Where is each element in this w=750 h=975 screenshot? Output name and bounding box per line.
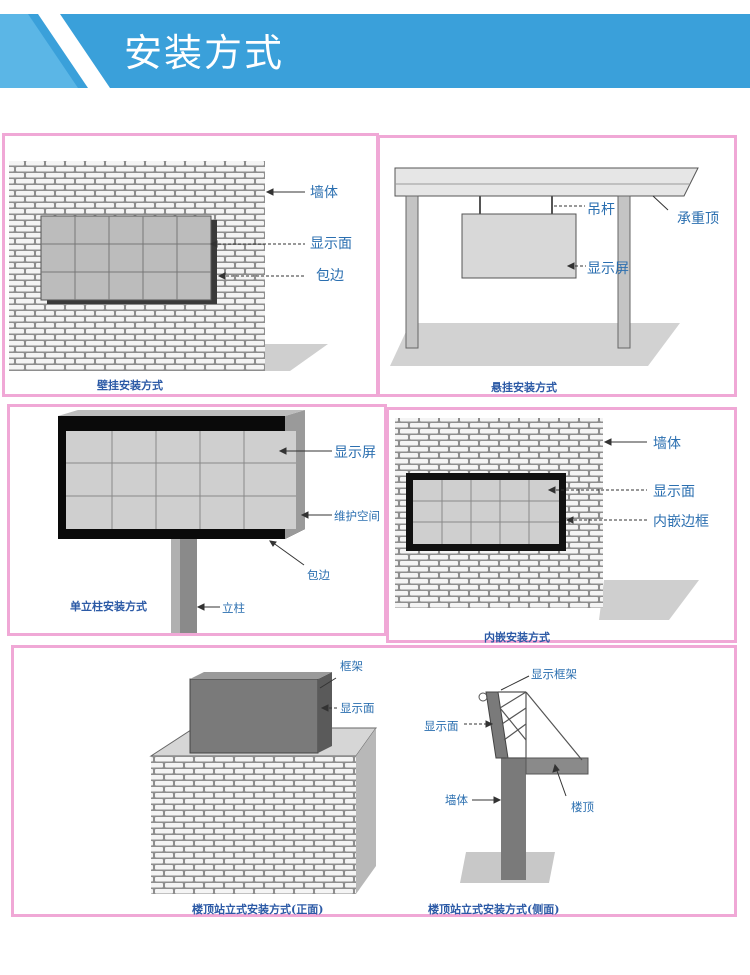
caption-embedded: 内嵌安装方式 <box>484 631 550 644</box>
caption-single-pole: 单立柱安装方式 <box>70 600 147 613</box>
page-title: 安装方式 <box>124 31 285 75</box>
header-chevron-icon <box>0 14 110 88</box>
hanging-illustration <box>390 167 699 366</box>
label-display-face-side: 显示面 <box>424 719 459 733</box>
label-display-face: 显示面 <box>340 701 375 715</box>
caption-wall-mount: 壁挂安装方式 <box>97 379 163 392</box>
label-frame: 框架 <box>340 659 363 673</box>
rooftop-illustration <box>149 672 589 894</box>
label-wall-side: 墙体 <box>445 793 468 807</box>
embedded-illustration <box>395 418 699 620</box>
panel-embedded: 墙体 显示面 内嵌边框 内嵌安装方式 <box>386 407 737 644</box>
label-pole: 立柱 <box>222 601 245 615</box>
label-maintenance-space: 维护空间 <box>334 509 380 523</box>
panel-rooftop: 框架 显示面 显示框架 显示面 墙体 楼顶 楼顶站立式安装方式(正面) 楼顶站立… <box>11 645 737 917</box>
caption-hanging: 悬挂安装方式 <box>491 381 557 394</box>
page-header: 安装方式 <box>0 14 750 88</box>
caption-rooftop-side: 楼顶站立式安装方式(侧面) <box>428 903 560 916</box>
caption-rooftop-front: 楼顶站立式安装方式(正面) <box>192 903 324 916</box>
label-screen: 显示屏 <box>334 445 376 461</box>
label-display-face: 显示面 <box>653 484 695 500</box>
label-screen: 显示屏 <box>587 261 629 277</box>
wall-mount-illustration <box>9 161 328 371</box>
label-display-face: 显示面 <box>310 236 352 252</box>
panel-hanging: 吊杆 承重顶 显示屏 悬挂安装方式 <box>377 135 737 397</box>
label-wall: 墙体 <box>310 185 338 201</box>
label-load-roof: 承重顶 <box>677 211 719 227</box>
label-edge: 包边 <box>307 568 330 582</box>
single-pole-illustration <box>58 410 332 633</box>
panel-single-pole: 显示屏 维护空间 包边 立柱 单立柱安装方式 <box>7 404 387 636</box>
label-wall: 墙体 <box>653 436 681 452</box>
label-display-frame-side: 显示框架 <box>531 667 577 681</box>
label-rod: 吊杆 <box>587 202 615 218</box>
label-roof-side: 楼顶 <box>571 800 594 814</box>
label-embed-frame: 内嵌边框 <box>653 514 709 530</box>
panel-wall-mount: 墙体 显示面 包边 壁挂安装方式 <box>2 133 379 397</box>
label-edge: 包边 <box>316 268 344 284</box>
